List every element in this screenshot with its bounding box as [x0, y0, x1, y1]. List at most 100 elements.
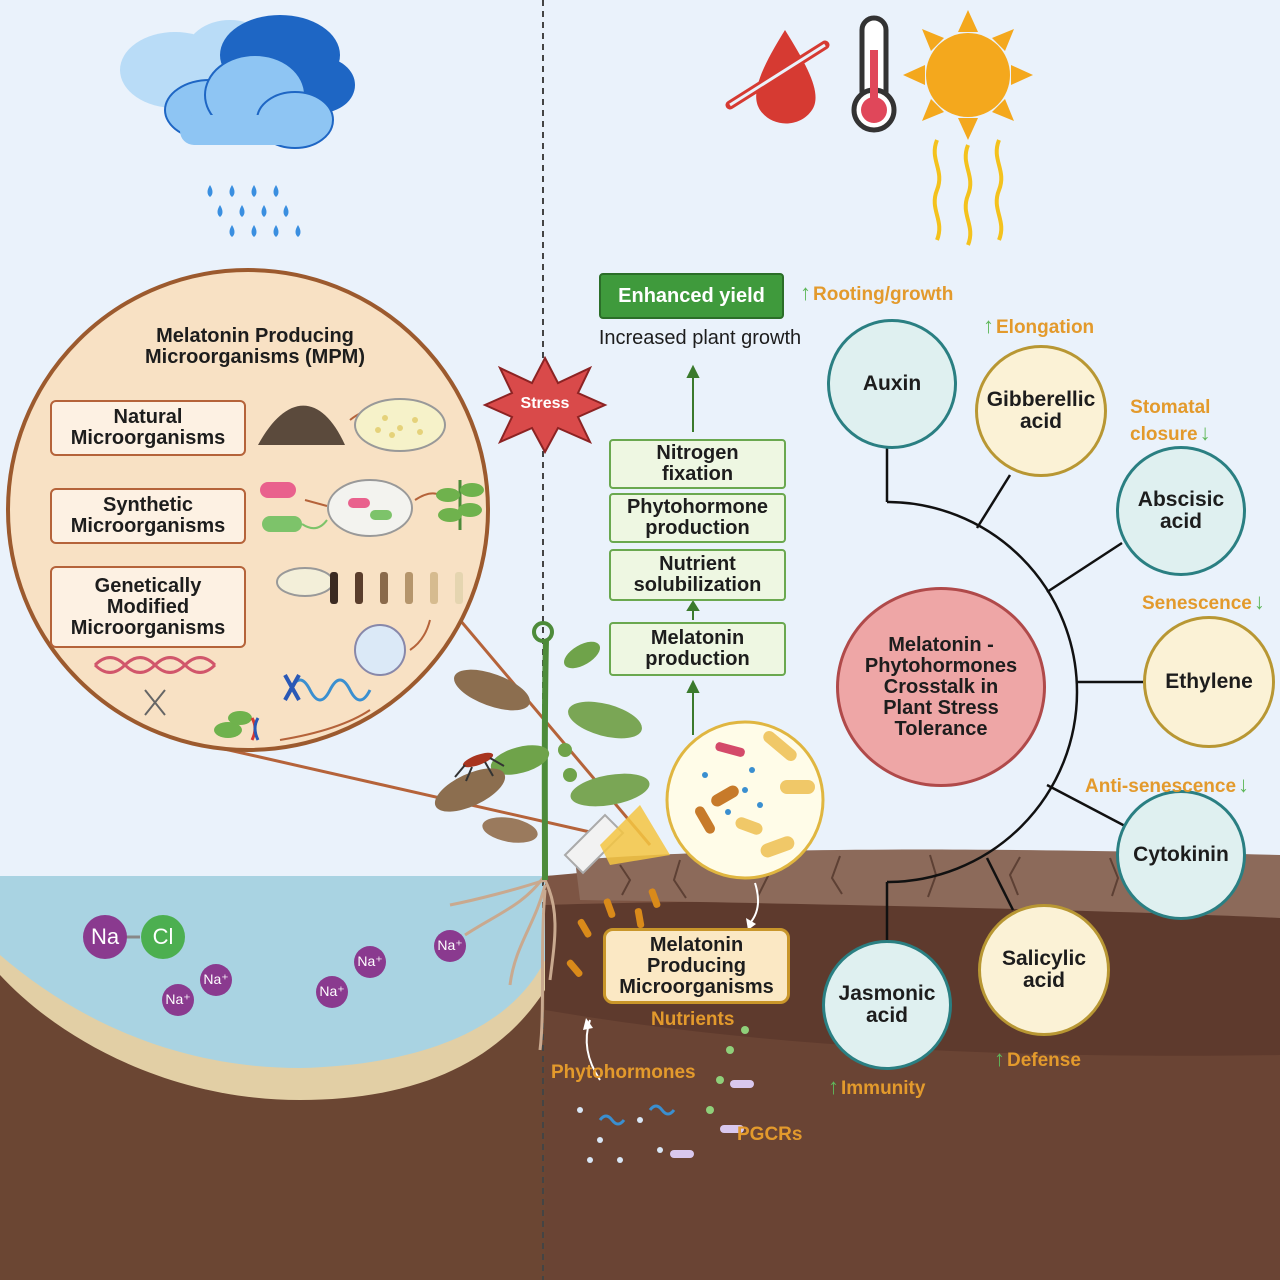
cytokinin-label: Cytokinin — [1133, 842, 1229, 866]
nutrients-label: Nutrients — [651, 1009, 735, 1030]
pgcrs-label: PGCRs — [737, 1124, 803, 1145]
crosstalk-line4: Plant Stress — [883, 696, 999, 719]
effect-elongation: ↑Elongation — [983, 313, 1094, 339]
natural-line2: Microorganisms — [70, 427, 226, 449]
gm-line3: Microorganisms — [70, 616, 226, 639]
hormone-hub — [885, 448, 1143, 942]
magnifier-line-bottom — [219, 746, 591, 834]
effect-defense: ↑Defense — [994, 1046, 1081, 1072]
cloud-icon — [120, 15, 355, 149]
hormone-cytokinin: Cytokinin — [1116, 790, 1246, 920]
gibberellic-line1: Gibberellic — [986, 387, 1096, 411]
na-ion-label-3: Na⁺ — [319, 983, 345, 999]
step-nutrient-line2: solubilization — [633, 574, 762, 596]
hormone-ethylene: Ethylene — [1143, 616, 1275, 748]
phytohormones-label: Phytohormones — [551, 1062, 696, 1083]
step-nutrient-line1: Nutrient — [659, 553, 736, 575]
crosstalk-line5: Tolerance — [894, 717, 988, 740]
up-arrow-icon: ↑ — [800, 280, 811, 305]
down-arrow-icon: ↓ — [1199, 419, 1211, 445]
immunity-label: Immunity — [841, 1078, 926, 1099]
step-nitrogen-fixation: Nitrogen fixation — [609, 439, 786, 489]
gm-line2: Modified — [106, 595, 190, 618]
crosstalk-line1: Melatonin - — [888, 633, 994, 656]
hormone-auxin: Auxin — [827, 319, 957, 449]
crosstalk-line2: Phytohormones — [864, 654, 1018, 677]
cl-ion — [141, 915, 185, 959]
stomatal-line2-row: closure↓ — [1130, 420, 1211, 447]
auxin-label: Auxin — [862, 371, 922, 395]
na-ion-label-2: Na⁺ — [357, 953, 383, 969]
na-ion — [83, 915, 127, 959]
hormone-abscisic-acid: Abscisic acid — [1116, 446, 1246, 576]
up-arrow-icon: ↑ — [994, 1046, 1005, 1071]
senescence-label: Senescence — [1142, 593, 1252, 614]
synthetic-line2: Microorganisms — [70, 515, 226, 537]
synthetic-line1: Synthetic — [102, 494, 194, 516]
no-water-icon — [725, 30, 830, 124]
salicylic-line2: acid — [1022, 969, 1066, 992]
effect-immunity: ↑Immunity — [828, 1074, 925, 1100]
na-ion-2 — [354, 946, 386, 978]
hormone-salicylic-acid: Salicylic acid — [978, 904, 1110, 1036]
magnifier-line-top — [458, 619, 652, 846]
flask-icon — [563, 805, 670, 875]
hormone-jasmonic-acid: Jasmonic acid — [822, 940, 952, 1070]
na-label: Na — [90, 924, 120, 949]
test-tubes-icon — [330, 572, 463, 604]
down-arrow-icon: ↓ — [1238, 772, 1250, 797]
defense-label: Defense — [1007, 1050, 1081, 1071]
plasmid-icon — [288, 678, 372, 702]
gm-line1: Genetically — [94, 574, 202, 597]
stomatal-line2: closure — [1130, 423, 1198, 445]
step-melatonin-line2: production — [645, 648, 750, 670]
petri-dish-icon — [354, 398, 446, 452]
crosstalk-center: Melatonin - Phytohormones Crosstalk in P… — [836, 587, 1046, 787]
dna-icon — [93, 656, 217, 674]
jasmonic-line2: acid — [865, 1004, 909, 1027]
plant-roots — [449, 874, 557, 1051]
hormone-gibberellic-acid: Gibberellic acid — [975, 345, 1107, 477]
gm-microorganisms-box: Genetically Modified Microorganisms — [50, 566, 246, 648]
na-ion-1 — [434, 930, 466, 962]
stress-burst-icon — [482, 355, 608, 455]
sun-icon — [903, 10, 1033, 246]
step-nitrogen-line2: fixation — [661, 463, 734, 485]
soil-mpm-line1: Melatonin — [649, 933, 744, 956]
na-ion-label-1: Na⁺ — [437, 937, 463, 953]
abscisic-line2: acid — [1159, 510, 1203, 533]
right-deep-soil — [545, 1010, 1280, 1280]
rooting-label: Rooting/growth — [813, 284, 954, 305]
mpm-title: Melatonin Producing Microorganisms (MPM) — [105, 326, 405, 368]
effect-anti-senescence: Anti-senescence↓ — [1085, 772, 1249, 798]
effect-stomatal-closure: Stomatal closure↓ — [1130, 397, 1211, 447]
natural-line1: Natural — [113, 406, 183, 428]
step-phytohormone-line2: production — [645, 517, 750, 539]
pgcr-particles — [577, 1018, 754, 1163]
soil-mpm-line3: Microorganisms — [619, 975, 774, 998]
mpm-title-line1: Melatonin Producing — [156, 325, 354, 347]
step-phytohormone-line1: Phytohormone — [626, 496, 769, 518]
stress-label: Stress — [520, 395, 570, 412]
na-ion-label-4: Na⁺ — [203, 971, 229, 987]
salicylic-line1: Salicylic — [1001, 946, 1087, 970]
enhanced-yield-badge: Enhanced yield — [599, 273, 784, 319]
effect-rooting-growth: ↑Rooting/growth — [800, 280, 953, 306]
step-nitrogen-line1: Nitrogen — [656, 442, 739, 464]
bacteria-magnifier — [665, 720, 825, 880]
effect-senescence: Senescence↓ — [1142, 589, 1265, 615]
soil-pile-icon — [258, 405, 345, 445]
elongation-label: Elongation — [996, 317, 1095, 338]
soil-bacteria-icon — [566, 888, 661, 978]
bacteria-icon — [260, 482, 328, 532]
jasmonic-line1: Jasmonic — [838, 981, 936, 1005]
soil-mpm-line2: Producing — [647, 954, 746, 977]
na-ion-label-5: Na⁺ — [165, 991, 191, 1007]
gibberellic-line2: acid — [1019, 410, 1063, 433]
step-melatonin-production: Melatonin production — [609, 622, 786, 676]
crosstalk-line3: Crosstalk in — [883, 675, 999, 698]
plant-icon — [434, 621, 650, 881]
bacteria-cluster-icon — [695, 731, 815, 858]
step-phytohormone-production: Phytohormone production — [609, 493, 786, 543]
